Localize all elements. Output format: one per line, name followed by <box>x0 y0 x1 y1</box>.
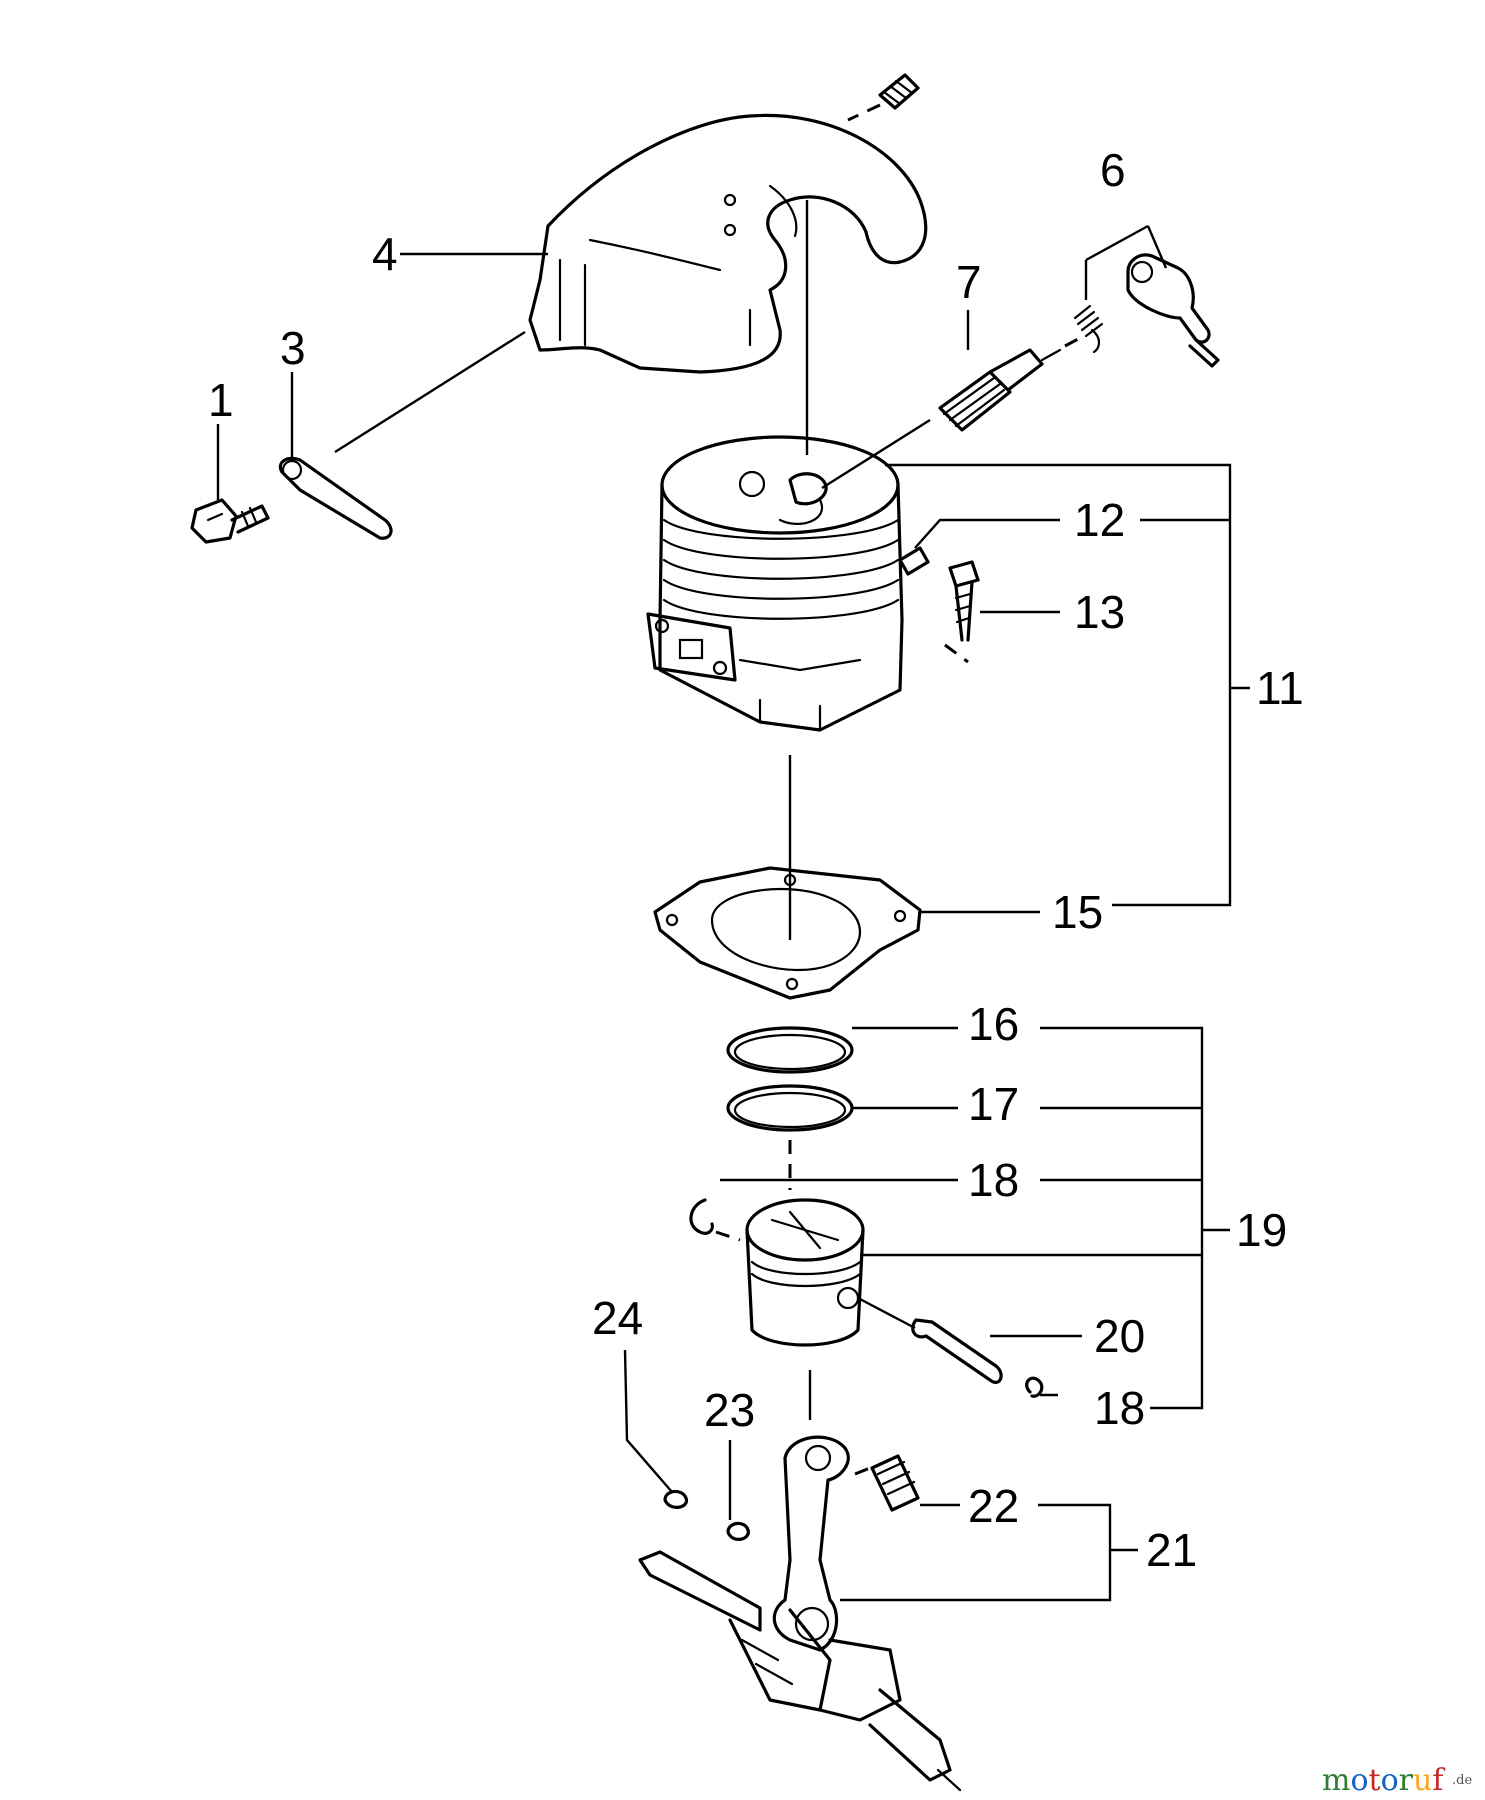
piston-pin-part <box>857 1296 1003 1384</box>
callout-13: 13 <box>1074 586 1125 638</box>
callout-6: 6 <box>1100 144 1126 196</box>
callout-19: 19 <box>1236 1204 1287 1256</box>
cylinder-screw-part <box>944 560 980 664</box>
cylinder-part <box>646 435 930 732</box>
watermark-text: motoruf <box>1322 1763 1445 1798</box>
needle-bearing-part <box>854 1454 920 1512</box>
bolt-part <box>190 498 270 544</box>
callout-22: 22 <box>968 1480 1019 1532</box>
plug-cap-part <box>1073 224 1220 368</box>
assembly-line-plug <box>821 418 931 490</box>
crankshaft-part <box>638 1370 962 1792</box>
piston-part <box>745 1198 865 1347</box>
leader-lines <box>216 252 1250 1602</box>
cover-screw-part <box>847 73 920 122</box>
callout-21: 21 <box>1146 1524 1197 1576</box>
callout-12: 12 <box>1074 494 1125 546</box>
callout-23: 23 <box>704 1384 755 1436</box>
callout-18-upper: 18 <box>968 1154 1019 1206</box>
gasket-part <box>653 866 922 1000</box>
callout-16: 16 <box>968 998 1019 1050</box>
circlip-lower-part <box>1025 1376 1044 1398</box>
cylinder-cover-part <box>528 113 928 374</box>
callout-7: 7 <box>956 256 982 308</box>
woodruff-key-24-part <box>623 1349 689 1509</box>
callout-15: 15 <box>1052 886 1103 938</box>
piston-ring-16-part <box>726 1026 854 1074</box>
watermark-logo: motoruf .de <box>1322 1763 1472 1798</box>
callout-4: 4 <box>372 228 398 280</box>
callout-1: 1 <box>208 374 234 426</box>
spark-plug-part <box>938 336 1081 432</box>
circlip-upper-part <box>689 1198 741 1242</box>
woodruff-key-23-part <box>726 1440 750 1541</box>
callout-3: 3 <box>280 322 306 374</box>
callout-20: 20 <box>1094 1310 1145 1362</box>
callout-11: 11 <box>1256 662 1304 714</box>
piston-ring-17-part <box>726 1084 854 1132</box>
callout-24: 24 <box>592 1292 643 1344</box>
strap-plate-part <box>278 330 526 540</box>
callout-18-lower: 18 <box>1094 1382 1145 1434</box>
callout-17: 17 <box>968 1078 1019 1130</box>
callout-labels: 1 3 4 6 7 11 12 13 15 16 17 18 19 20 18 … <box>208 144 1304 1576</box>
watermark-suffix: .de <box>1452 1773 1472 1788</box>
